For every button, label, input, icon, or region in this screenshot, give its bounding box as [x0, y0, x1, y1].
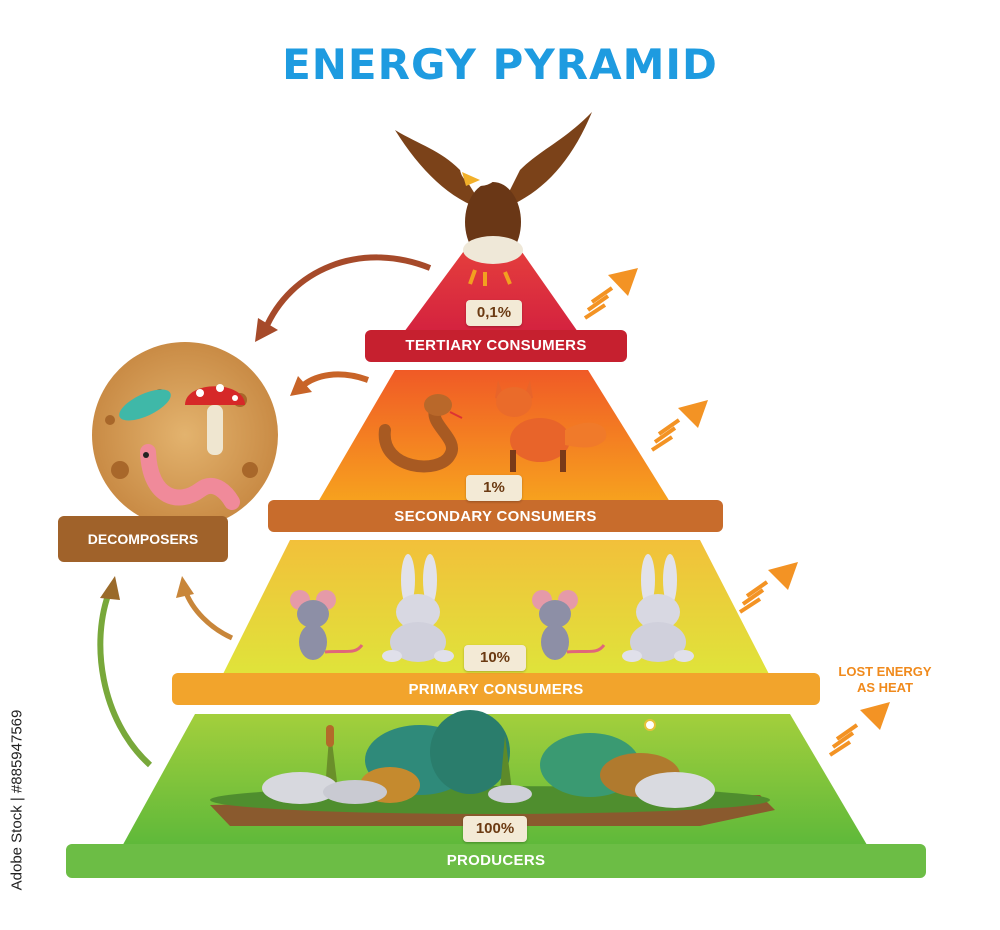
bar-tertiary [365, 330, 627, 362]
bar-secondary [268, 500, 723, 532]
lost-energy-line1: LOST ENERGY [838, 664, 932, 679]
snake-icon [378, 394, 463, 473]
lost-energy-label: LOST ENERGY AS HEAT [820, 664, 950, 696]
rabbit-icon [622, 554, 694, 662]
secondary-percent: 1% [466, 475, 522, 501]
heat-arrow-icon [738, 562, 798, 614]
producers-label: PRODUCERS [446, 852, 546, 869]
decomposers-label: DECOMPOSERS [87, 531, 199, 547]
producers-percent: 100% [463, 816, 527, 842]
secondary-label: SECONDARY CONSUMERS [394, 508, 597, 525]
primary-label: PRIMARY CONSUMERS [408, 681, 584, 698]
producers-scene-illustration [210, 710, 775, 826]
bacteria-icon [119, 389, 171, 421]
tertiary-percent: 0,1% [466, 300, 522, 326]
heat-arrow-icon [583, 268, 638, 320]
bar-primary [172, 673, 820, 705]
fox-icon [495, 380, 607, 472]
heat-arrow-icon [828, 702, 890, 757]
mushroom-icon [185, 384, 245, 455]
watermark-text: Adobe Stock | #885947569 [8, 709, 26, 891]
watermark: Adobe Stock | #885947569 [2, 690, 32, 910]
mouse-icon [532, 590, 606, 660]
diagram-title: ENERGY PYRAMID [282, 40, 718, 89]
tier-tertiary [404, 232, 578, 332]
decomposition-arrows [97, 254, 432, 768]
rabbit-icon [382, 554, 454, 662]
lost-energy-line2: AS HEAT [856, 680, 914, 695]
decomposers-label-box [58, 516, 228, 562]
worm-icon [140, 444, 240, 510]
bar-producers [66, 844, 926, 878]
mouse-icon [290, 590, 364, 660]
eagle-icon [395, 112, 592, 286]
tertiary-label: TERTIARY CONSUMERS [405, 337, 587, 354]
heat-arrow-icon [650, 400, 708, 452]
primary-percent: 10% [464, 645, 526, 671]
